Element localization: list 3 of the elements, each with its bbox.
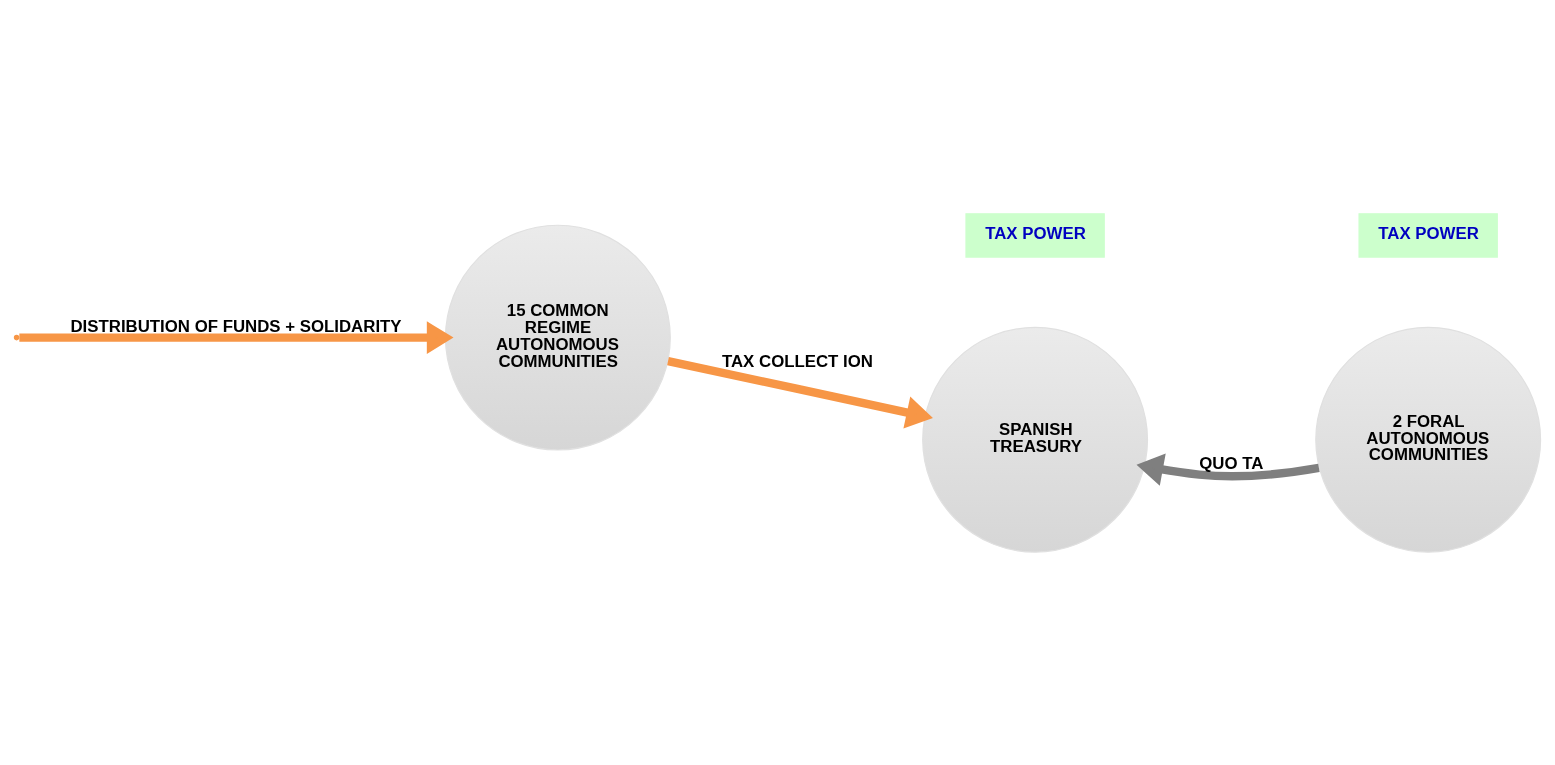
edge-label: TAX COLLECT ION (721, 351, 873, 371)
edge-label: DISTRIBUTION OF FUNDS + SOLIDARITY (70, 316, 402, 336)
edge-label: QUO TA (1199, 453, 1264, 473)
